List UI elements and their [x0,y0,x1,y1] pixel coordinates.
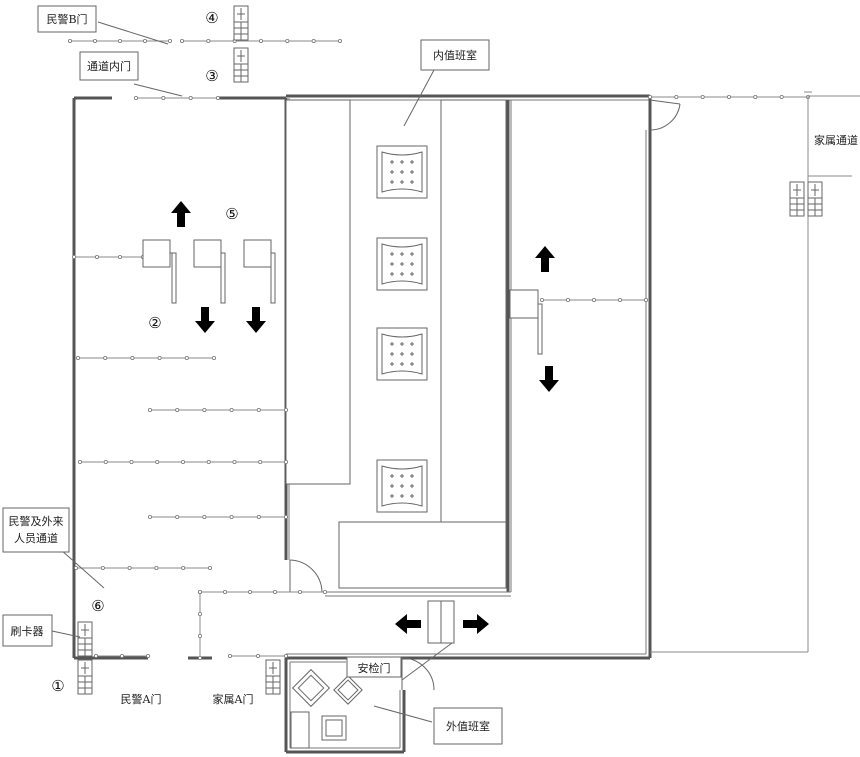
label-inner-passage-gate: 通道内门 [87,59,131,73]
label-family-a-gate: 家属A门 [213,692,254,706]
duty-desk-icon [376,327,428,381]
building-walls [72,94,652,660]
marker-2: ② [148,314,161,332]
railing [72,254,145,259]
family-passage-lines [650,91,860,653]
card-reader-icon [77,659,93,695]
card-reader-icon [789,181,805,217]
label-family-passage: 家属通道 [814,133,858,147]
marker-1: ① [51,677,64,695]
railing [197,590,202,661]
arrow-icon [463,614,489,634]
card-reader-icon [77,621,93,657]
text-labels: 民警B门 通道内门 内值班室 家属通道 民警及外来 人员通道 刷卡器 民警A门 … [9,12,859,733]
railing [227,654,288,659]
label-police-visitor-passage-2: 人员通道 [14,531,58,545]
arrow-icon [195,307,215,333]
label-inner-duty-room: 内值班室 [433,48,477,62]
railing [648,95,811,100]
card-reader-icon [233,47,249,83]
outer-duty-room [284,658,406,754]
inner-duty-room-furniture [285,99,507,589]
railing [179,39,342,44]
railing [76,355,216,360]
railings [68,39,811,661]
label-card-reader: 刷卡器 [11,625,44,638]
railing [94,654,150,659]
railing [78,459,288,464]
arrow-icon [246,307,266,333]
duty-desks [376,145,428,513]
railing [147,407,288,412]
arrow-icon [171,201,191,227]
marker-6: ⑥ [91,597,104,615]
doors [285,99,681,712]
label-police-a-gate: 民警A门 [121,692,162,706]
leader-lines [51,21,435,723]
marker-3: ③ [205,67,218,85]
marker-4: ④ [205,9,218,27]
duty-desk-icon [376,145,428,199]
card-readers [77,5,823,695]
marker-5: ⑤ [225,205,238,223]
card-reader-icon [233,5,249,41]
gate-units [142,239,543,681]
duty-desk-icon [376,459,428,513]
railing [68,39,172,44]
card-reader-icon [807,181,823,217]
railing [540,297,649,302]
arrow-icon [539,366,559,392]
card-reader-icon [265,659,281,695]
railing [147,515,288,520]
label-police-visitor-passage-1: 民警及外来 [9,514,64,528]
label-police-b-gate: 民警B门 [46,12,87,26]
railing [197,590,327,595]
railing [133,96,220,101]
label-boxes [2,5,503,745]
railing [74,566,212,571]
label-security-gate: 安检门 [358,661,391,675]
label-outer-duty-room: 外值班室 [446,719,490,733]
arrow-icon [395,614,421,634]
markers: ④ ③ ⑤ ② ⑥ ① [51,9,238,695]
direction-arrows [171,201,559,634]
duty-desk-icon [376,237,428,291]
arrow-icon [535,246,555,272]
